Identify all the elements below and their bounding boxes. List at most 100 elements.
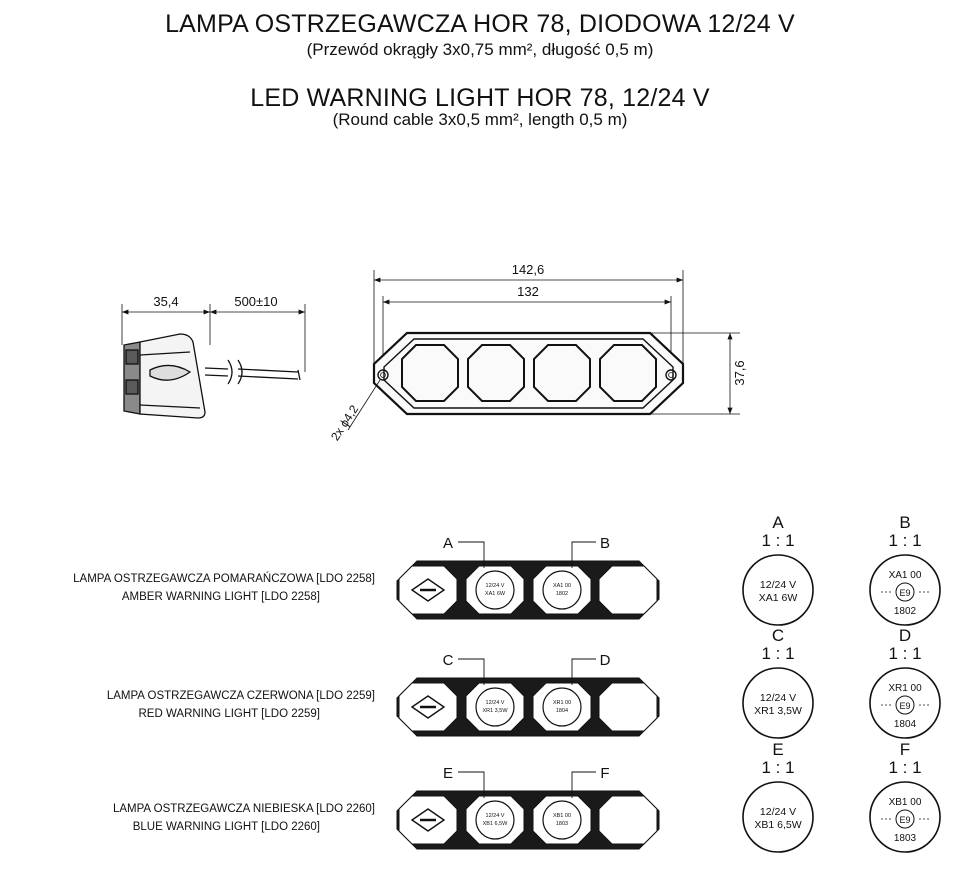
variant-row: LAMPA OSTRZEGAWCZA CZERWONA [LDO 2259] RE… bbox=[107, 652, 660, 737]
callout-leader bbox=[571, 541, 596, 568]
led-module-text: XA1 00 bbox=[553, 583, 571, 589]
detail-voltage: 12/24 V bbox=[760, 806, 796, 818]
approval-mark-text: E9 bbox=[899, 588, 910, 598]
dim-side-depth: 35,4 bbox=[153, 294, 178, 309]
title-english: LED WARNING LIGHT HOR 78, 12/24 V bbox=[250, 84, 710, 112]
dim-height: 37,6 bbox=[732, 360, 747, 385]
lens-octagon bbox=[467, 344, 525, 402]
variant-label-en: AMBER WARNING LIGHT [LDO 2258] bbox=[122, 591, 320, 603]
approval-mark-icon bbox=[895, 582, 915, 602]
lens-octagon bbox=[598, 682, 658, 732]
lens-octagon bbox=[401, 344, 459, 402]
detail-code: XA1 00 bbox=[889, 570, 922, 581]
detail-circle bbox=[742, 554, 814, 626]
led-module-text: 1803 bbox=[556, 821, 568, 827]
detail-view: F1 : 1 XB1 00 E9 1803 bbox=[869, 740, 941, 853]
callout-leader bbox=[571, 658, 596, 685]
callout-letter: B bbox=[600, 535, 610, 552]
led-module bbox=[542, 570, 582, 610]
subtitle-polish: (Przewód okrągły 3x0,75 mm², długość 0,5… bbox=[306, 40, 654, 59]
detail-circle bbox=[869, 781, 941, 853]
detail-scale: 1 : 1 bbox=[761, 758, 794, 777]
dim-cable-length: 500±10 bbox=[234, 294, 277, 309]
callout-letter: C bbox=[443, 652, 454, 669]
led-module-text: XA1 6W bbox=[485, 591, 506, 597]
led-module bbox=[475, 570, 515, 610]
approval-mark-text: E9 bbox=[899, 701, 910, 711]
led-module bbox=[475, 800, 515, 840]
led-module-text: 12/24 V bbox=[486, 813, 505, 819]
led-module-text: 12/24 V bbox=[486, 583, 505, 589]
variant-label-pl: LAMPA OSTRZEGAWCZA NIEBIESKA [LDO 2260] bbox=[113, 803, 375, 815]
led-module-text: XB1 6,5W bbox=[483, 821, 509, 827]
variant-row: LAMPA OSTRZEGAWCZA NIEBIESKA [LDO 2260] B… bbox=[113, 765, 660, 850]
detail-letter: E bbox=[772, 740, 783, 759]
callout-letter: F bbox=[600, 765, 609, 782]
dim-mounting-holes: 2x ϕ4,2 bbox=[328, 402, 361, 443]
callout-leader bbox=[458, 658, 485, 685]
variant-label-en: RED WARNING LIGHT [LDO 2259] bbox=[139, 708, 321, 720]
led-module-text: XR1 00 bbox=[553, 700, 571, 706]
front-view bbox=[347, 270, 740, 431]
variant-label-pl: LAMPA OSTRZEGAWCZA CZERWONA [LDO 2259] bbox=[107, 690, 375, 702]
lens-octagon bbox=[598, 795, 658, 845]
detail-circle bbox=[742, 667, 814, 739]
led-module-text: XB1 00 bbox=[553, 813, 571, 819]
detail-view: B1 : 1 XA1 00 E9 1802 bbox=[869, 513, 941, 626]
approval-mark-icon bbox=[895, 695, 915, 715]
detail-scale: 1 : 1 bbox=[761, 644, 794, 663]
detail-scale: 1 : 1 bbox=[888, 644, 921, 663]
detail-scale: 1 : 1 bbox=[888, 531, 921, 550]
detail-code: XB1 00 bbox=[889, 797, 922, 808]
led-module bbox=[542, 687, 582, 727]
callout-leader bbox=[571, 771, 596, 798]
dim-overall-length: 142,6 bbox=[512, 262, 545, 277]
detail-power: XR1 3,5W bbox=[754, 705, 802, 717]
approval-mark-icon bbox=[895, 809, 915, 829]
led-module bbox=[542, 800, 582, 840]
callout-letter: E bbox=[443, 765, 453, 782]
detail-power: XA1 6W bbox=[759, 592, 798, 604]
led-module-text: 1804 bbox=[556, 708, 568, 714]
callout-letter: D bbox=[600, 652, 611, 669]
detail-code: 1802 bbox=[894, 606, 917, 617]
detail-scale: 1 : 1 bbox=[761, 531, 794, 550]
detail-power: XB1 6,5W bbox=[754, 819, 801, 831]
led-module-text: XR1 3,5W bbox=[482, 708, 508, 714]
detail-letter: B bbox=[899, 513, 910, 532]
variant-label-en: BLUE WARNING LIGHT [LDO 2260] bbox=[133, 821, 320, 833]
detail-voltage: 12/24 V bbox=[760, 692, 796, 704]
callout-letter: A bbox=[443, 535, 453, 552]
led-module-text: 12/24 V bbox=[486, 700, 505, 706]
dim-hole-spacing: 132 bbox=[517, 284, 539, 299]
detail-code: 1803 bbox=[894, 833, 917, 844]
variant-row: LAMPA OSTRZEGAWCZA POMARAŃCZOWA [LDO 225… bbox=[73, 535, 660, 620]
detail-code: 1804 bbox=[894, 719, 917, 730]
detail-circle bbox=[869, 554, 941, 626]
approval-mark-text: E9 bbox=[899, 815, 910, 825]
subtitle-english: (Round cable 3x0,5 mm², length 0,5 m) bbox=[332, 110, 628, 129]
detail-letter: A bbox=[772, 513, 784, 532]
callout-leader bbox=[458, 771, 485, 798]
detail-letter: C bbox=[772, 626, 784, 645]
detail-scale: 1 : 1 bbox=[888, 758, 921, 777]
lens-octagon bbox=[533, 344, 591, 402]
led-module bbox=[475, 687, 515, 727]
lens-octagon bbox=[598, 565, 658, 615]
detail-letter: F bbox=[900, 740, 910, 759]
detail-circle bbox=[869, 667, 941, 739]
lens-octagon bbox=[599, 344, 657, 402]
variant-label-pl: LAMPA OSTRZEGAWCZA POMARAŃCZOWA [LDO 225… bbox=[73, 572, 375, 585]
detail-code: XR1 00 bbox=[888, 683, 922, 694]
variant-rows: LAMPA OSTRZEGAWCZA POMARAŃCZOWA [LDO 225… bbox=[73, 535, 660, 850]
callout-leader bbox=[458, 541, 485, 568]
title-polish: LAMPA OSTRZEGAWCZA HOR 78, DIODOWA 12/24… bbox=[165, 10, 795, 38]
detail-voltage: 12/24 V bbox=[760, 579, 796, 591]
led-module-text: 1802 bbox=[556, 591, 568, 597]
